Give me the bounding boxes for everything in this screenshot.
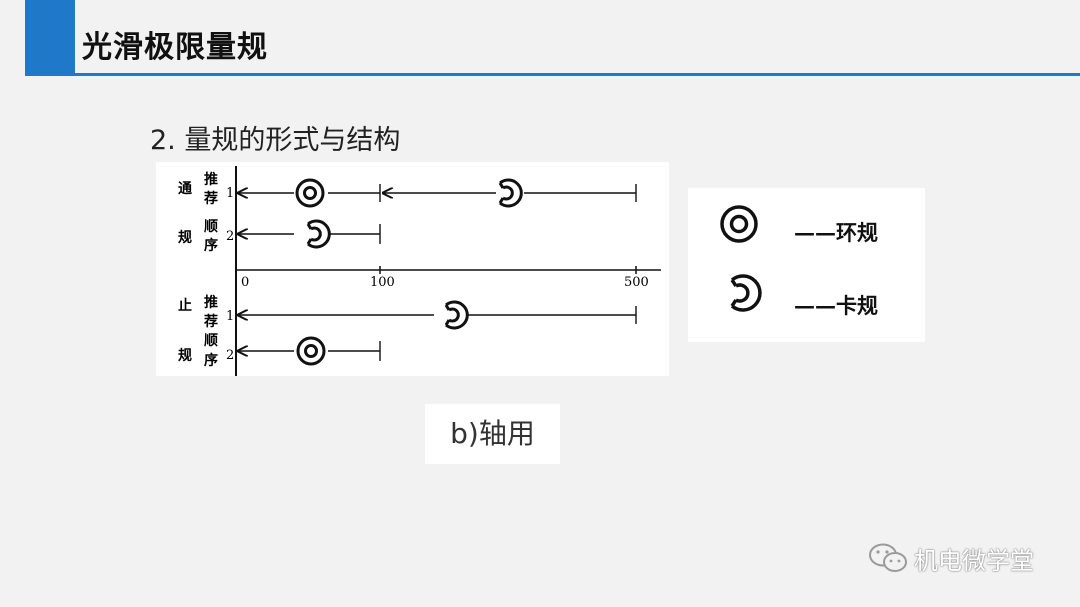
wechat-icon xyxy=(869,543,907,572)
gauge-legend: ——环规 ——卡规 xyxy=(688,188,925,342)
snap-gauge-icon xyxy=(498,178,523,208)
go-gauge-label-1: 通 xyxy=(178,181,192,197)
ring-gauge-icon xyxy=(296,336,326,366)
snap-gauge-icon xyxy=(444,300,469,330)
go-row-1-range xyxy=(237,184,637,202)
nogo-order-label-1: 推 xyxy=(204,294,218,311)
go-order-label-2: 荐 xyxy=(204,190,218,207)
nogo-order-number-2: 2 xyxy=(226,348,234,363)
title-underline xyxy=(75,73,1080,76)
slide-title: 光滑极限量规 xyxy=(82,30,268,65)
scale-label-100: 100 xyxy=(370,275,395,290)
nogo-order-label-3: 顺 xyxy=(204,333,218,349)
size-scale-axis xyxy=(235,266,661,274)
scale-label-500: 500 xyxy=(624,275,649,290)
watermark-text: 机电微学堂 xyxy=(914,546,1034,575)
nogo-order-label-2: 荐 xyxy=(204,313,218,330)
nogo-row-1-range xyxy=(237,306,637,324)
nogo-gauge-label-1: 止 xyxy=(178,297,192,314)
nogo-row-2-range xyxy=(237,341,381,361)
ring-gauge-icon xyxy=(295,178,325,208)
go-order-label-4: 序 xyxy=(204,237,218,254)
nogo-order-label-4: 序 xyxy=(204,352,218,369)
legend-snap-gauge-label: ——卡规 xyxy=(794,293,878,318)
section-subtitle: 2. 量规的形式与结构 xyxy=(150,125,401,156)
gauge-usage-diagram: 通 规 止 规 推 荐 顺 序 1 2 推 荐 顺 序 1 2 0 100 50… xyxy=(156,162,669,376)
ring-gauge-icon xyxy=(720,205,758,243)
snap-gauge-icon xyxy=(730,274,762,312)
nogo-gauge-label-2: 规 xyxy=(178,348,192,364)
go-order-number-1: 1 xyxy=(226,186,234,201)
go-order-label-3: 顺 xyxy=(204,219,218,235)
legend-ring-gauge-label: ——环规 xyxy=(794,220,878,245)
title-accent-bar xyxy=(25,0,75,76)
go-order-number-2: 2 xyxy=(226,229,234,244)
nogo-order-number-1: 1 xyxy=(226,309,234,324)
scale-label-0: 0 xyxy=(241,275,249,290)
go-order-label-1: 推 xyxy=(204,171,218,188)
go-row-2-range xyxy=(237,224,381,244)
go-gauge-label-2: 规 xyxy=(178,230,192,246)
wechat-watermark: 机电微学堂 xyxy=(868,540,1034,576)
snap-gauge-icon xyxy=(306,219,331,249)
figure-caption: b)轴用 xyxy=(425,404,560,464)
